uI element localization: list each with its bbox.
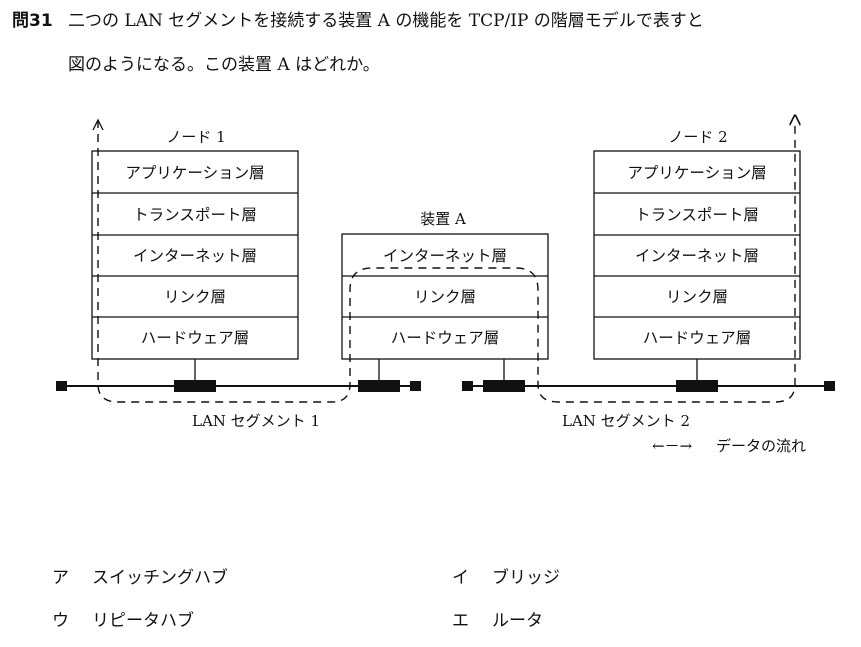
lan-segment-1-label: LAN セグメント 1 <box>192 412 320 430</box>
node2-layer-transport: トランスポート層 <box>635 206 759 224</box>
node2-label: ノード 2 <box>668 128 727 146</box>
choice-a[interactable]: ア スイッチングハブ <box>52 563 228 588</box>
device-a-layer-link: リンク層 <box>414 288 476 306</box>
legend-data-flow: ←－→ データの流れ <box>652 437 806 455</box>
choice-u[interactable]: ウ リピータハブ <box>52 606 194 631</box>
choice-a-mark: ア <box>52 568 69 588</box>
node2-layer-link: リンク層 <box>666 288 728 306</box>
node2-layer-application: アプリケーション層 <box>627 164 766 182</box>
device-a-stack: 装置 A インターネット層 リンク層 ハードウェア層 <box>341 210 549 360</box>
node1-stack: ノード 1 アプリケーション層 トランスポート層 インターネット層 リンク層 ハ… <box>91 128 299 360</box>
device-a-label: 装置 A <box>420 210 466 228</box>
question-text-line2: 図のようになる。この装置 A はどれか。 <box>68 55 380 75</box>
choice-a-text: スイッチングハブ <box>92 568 228 588</box>
node1-layer-application: アプリケーション層 <box>125 164 264 182</box>
lan-segment-2-label: LAN セグメント 2 <box>562 412 690 430</box>
legend-arrow: ←－→ <box>652 437 693 455</box>
node1-layer-link: リンク層 <box>164 288 226 306</box>
node1-label: ノード 1 <box>166 128 225 146</box>
choice-i-text: ブリッジ <box>492 568 560 588</box>
lan-segment-2-line <box>462 359 835 392</box>
legend-label: データの流れ <box>716 437 806 455</box>
device-a-layer-internet: インターネット層 <box>383 247 507 265</box>
node2-layer-internet: インターネット層 <box>635 247 759 265</box>
node1-layer-hardware: ハードウェア層 <box>141 329 250 347</box>
data-flow-path <box>97 120 795 403</box>
node1-layer-transport: トランスポート層 <box>133 206 257 224</box>
choice-e-mark: エ <box>452 611 469 631</box>
node2-layer-hardware: ハードウェア層 <box>643 329 752 347</box>
choice-u-mark: ウ <box>52 611 69 631</box>
data-flow-arrow-left <box>92 118 104 131</box>
choice-i[interactable]: イ ブリッジ <box>452 563 560 588</box>
choice-i-mark: イ <box>452 568 469 588</box>
choice-e[interactable]: エ ルータ <box>452 606 543 631</box>
device-a-layer-hardware: ハードウェア層 <box>391 329 500 347</box>
lan-segment-1-line <box>56 359 421 392</box>
choice-e-text: ルータ <box>492 611 543 631</box>
question-text-line1: 二つの LAN セグメントを接続する装置 A の機能を TCP/IP の階層モデ… <box>68 11 704 31</box>
node2-stack: ノード 2 アプリケーション層 トランスポート層 インターネット層 リンク層 ハ… <box>593 128 801 360</box>
node1-layer-internet: インターネット層 <box>133 247 257 265</box>
question-number: 問31 <box>12 11 53 31</box>
choice-u-text: リピータハブ <box>92 611 194 631</box>
